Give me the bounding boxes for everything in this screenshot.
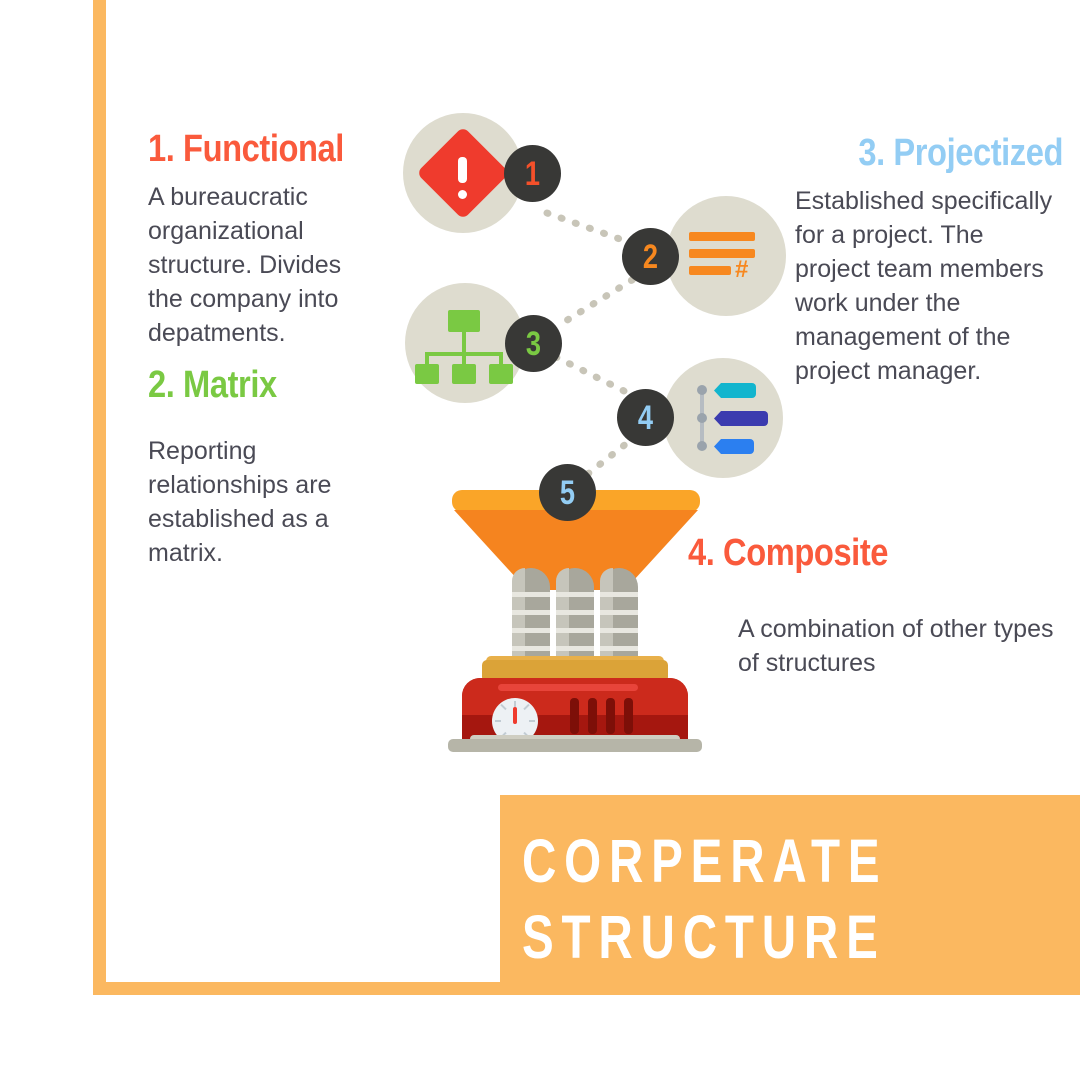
machine-base-lower bbox=[462, 678, 688, 746]
node-circle-3 bbox=[405, 283, 525, 403]
node-circle-2 bbox=[666, 196, 786, 316]
badge-2: 2 bbox=[622, 228, 679, 285]
exclamation-dot-icon bbox=[458, 190, 467, 199]
machine-foot bbox=[448, 739, 702, 752]
badge-1: 1 bbox=[504, 145, 561, 202]
machine-base-upper bbox=[462, 678, 688, 715]
heading-projectized: 3. Projectized bbox=[858, 132, 1063, 174]
body-projectized: Established specifically for a project. … bbox=[795, 187, 1053, 385]
right-text-column: 3. Projectized Established specifically … bbox=[795, 130, 1063, 388]
machine-platform-top bbox=[486, 656, 664, 666]
gantt-tag-1-icon bbox=[714, 383, 756, 398]
gantt-tag-2-icon bbox=[714, 411, 768, 426]
badge-4-number: 4 bbox=[637, 398, 654, 437]
machine-vent-2 bbox=[588, 698, 597, 734]
node-circle-4 bbox=[663, 358, 783, 478]
org-chart-leaf-3-icon bbox=[489, 364, 513, 384]
title-block: CORPERATE STRUCTURE bbox=[500, 795, 1080, 995]
machine-platform bbox=[482, 660, 668, 682]
composite-text-block: 4. Composite A combination of other type… bbox=[688, 530, 1068, 680]
machine-hopper-rim bbox=[452, 490, 700, 512]
gantt-tag-3-icon bbox=[714, 439, 754, 454]
org-chart-leaf-2-icon bbox=[452, 364, 476, 384]
warning-diamond-icon bbox=[416, 126, 510, 220]
exclamation-stem-icon bbox=[458, 157, 467, 183]
body-matrix: Reporting relationships are established … bbox=[148, 437, 332, 567]
frame-left-bar bbox=[93, 0, 106, 995]
document-line-2-icon bbox=[689, 249, 755, 258]
machine-column-3 bbox=[600, 568, 638, 663]
machine-vent-3 bbox=[606, 698, 615, 734]
machine-column-1 bbox=[512, 568, 550, 663]
badge-2-number: 2 bbox=[642, 237, 659, 276]
badge-5-number: 5 bbox=[559, 473, 576, 512]
org-chart-crossbar-icon bbox=[425, 352, 503, 356]
gantt-dot-1-icon bbox=[697, 385, 707, 395]
gantt-dot-3-icon bbox=[697, 441, 707, 451]
body-composite: A combination of other types of structur… bbox=[738, 615, 1054, 677]
document-line-1-icon bbox=[689, 232, 755, 241]
badge-4: 4 bbox=[617, 389, 674, 446]
badge-1-number: 1 bbox=[524, 154, 541, 193]
left-text-column: 1. Functional A bureaucratic organizatio… bbox=[148, 126, 380, 570]
machine-gauge-needle bbox=[513, 707, 517, 724]
machine-gauge-icon bbox=[492, 698, 538, 744]
org-chart-leaf-1-icon bbox=[415, 364, 439, 384]
heading-matrix: 2. Matrix bbox=[148, 364, 277, 406]
title-line-2: STRUCTURE bbox=[522, 903, 886, 971]
body-functional: A bureaucratic organizational structure.… bbox=[148, 183, 342, 347]
org-chart-stem-icon bbox=[462, 332, 466, 354]
org-chart-drop-mid-icon bbox=[462, 352, 466, 366]
machine-foot-inner bbox=[470, 735, 680, 744]
heading-composite: 4. Composite bbox=[688, 532, 889, 574]
gantt-dot-2-icon bbox=[697, 413, 707, 423]
gantt-rail-icon bbox=[700, 387, 704, 449]
machine-vent-4 bbox=[624, 698, 633, 734]
org-chart-root-icon bbox=[448, 310, 480, 332]
org-chart-drop-left-icon bbox=[425, 352, 429, 366]
badge-3-number: 3 bbox=[525, 324, 542, 363]
org-chart-drop-right-icon bbox=[499, 352, 503, 366]
machine-base-highlight bbox=[498, 684, 638, 691]
machine-column-2 bbox=[556, 568, 594, 663]
grinder-machine-illustration bbox=[440, 490, 710, 755]
heading-functional: 1. Functional bbox=[148, 128, 344, 170]
badge-3: 3 bbox=[505, 315, 562, 372]
badge-5: 5 bbox=[539, 464, 596, 521]
node-circle-1 bbox=[403, 113, 523, 233]
machine-funnel bbox=[454, 510, 698, 590]
title-line-1: CORPERATE bbox=[522, 827, 888, 895]
hash-icon: # bbox=[735, 256, 749, 283]
machine-vent-1 bbox=[570, 698, 579, 734]
document-line-3-icon bbox=[689, 266, 731, 275]
